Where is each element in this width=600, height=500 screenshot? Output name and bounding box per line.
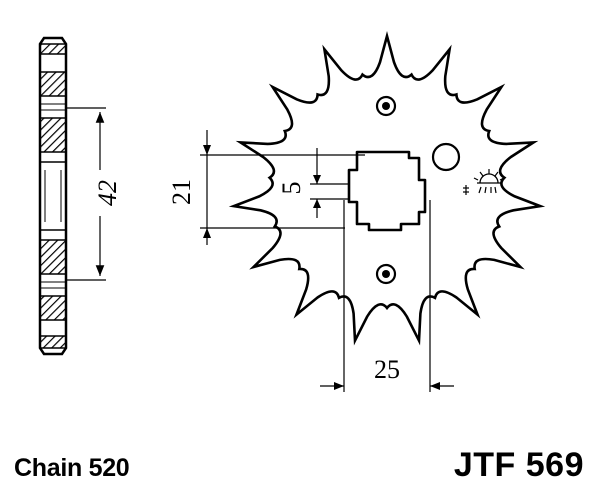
chain-label: Chain 520: [14, 454, 130, 482]
dimension-25: 25: [320, 200, 454, 392]
splined-bore: [347, 150, 427, 232]
side-profile-hatch-lower: [39, 295, 67, 321]
dimension-label-bg: [86, 170, 114, 216]
dimension-label-5: 5: [277, 182, 306, 195]
arrow-head: [203, 145, 211, 155]
sprocket-outline: [228, 30, 546, 346]
mounting-hole-top-center: [382, 102, 390, 110]
side-profile-hatch-upper: [39, 71, 67, 97]
mounting-hole-top: [375, 95, 397, 117]
arrow-head: [313, 175, 321, 184]
lightening-hole: [431, 142, 461, 172]
dimension-21: 21: [167, 130, 365, 245]
dimension-label-25: 25: [374, 355, 400, 384]
sun-rotation-icon: [463, 169, 505, 195]
part-number: JTF 569: [453, 446, 584, 484]
dimension-label-42: 42: [93, 180, 122, 206]
dimension-label-21: 21: [167, 179, 196, 205]
side-profile-hatch-top: [39, 43, 67, 55]
arrow-head: [313, 199, 321, 208]
arrow-head: [334, 382, 344, 390]
mounting-hole-bottom-center: [382, 270, 390, 278]
dimension-5: 5: [277, 148, 350, 218]
side-profile-hatch-hub-upper: [39, 117, 67, 153]
dimension-42: 42: [66, 107, 122, 281]
side-profile-hatch-hub-lower: [39, 239, 67, 275]
side-profile: [38, 36, 68, 356]
arrow-head: [203, 228, 211, 238]
sprocket-front-view: [228, 30, 546, 346]
arrow-head: [430, 382, 440, 390]
mounting-hole-bottom: [375, 263, 397, 285]
side-profile-hatch-bottom: [39, 335, 67, 349]
